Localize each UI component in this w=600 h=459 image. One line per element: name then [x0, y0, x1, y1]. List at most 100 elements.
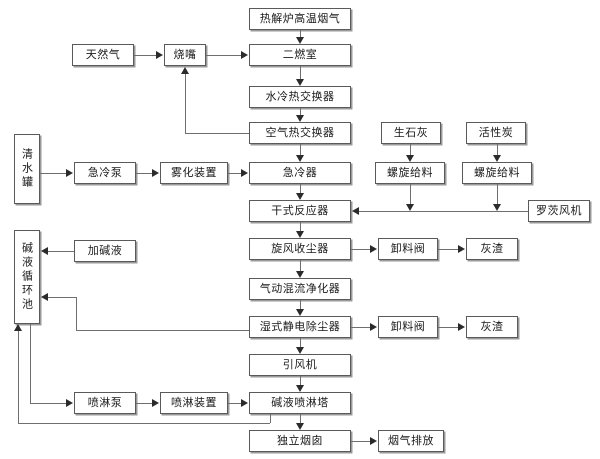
- link-airhx-left-run: [185, 133, 249, 134]
- link-wetesp-to-idfan: [300, 338, 301, 347]
- node-air-heat-exchanger[interactable]: 空气热交换器: [249, 122, 351, 144]
- node-add-alkali[interactable]: 加碱液: [74, 240, 136, 262]
- arrow-down-screw1: [406, 155, 414, 162]
- arrow-right-atomizer: [152, 169, 159, 177]
- arrow-left-dryreactor: [352, 207, 359, 215]
- node-water-heat-exchanger[interactable]: 水冷热交换器: [249, 86, 351, 108]
- arrow-right-quenchpump: [66, 169, 73, 177]
- link-addalkali-to-pool: [48, 251, 74, 252]
- arrow-down-waterhx: [296, 79, 304, 86]
- arrow-right-burner: [156, 51, 163, 59]
- arrow-right-emission: [370, 437, 377, 445]
- link-airhx-to-quench: [300, 144, 301, 155]
- link-idfan-to-alkalitower: [300, 376, 301, 385]
- link-pyrolysis-to-chamber: [300, 30, 301, 38]
- arrow-down-stack: [296, 423, 304, 430]
- node-discharge-valve-1[interactable]: 卸料阀: [378, 238, 438, 260]
- link-wetesp-to-pool-run: [48, 297, 76, 298]
- link-quicklime-to-screw1: [410, 144, 411, 155]
- link-screw2-to-bus: [497, 184, 498, 204]
- link-watertank-to-quenchpump: [40, 173, 66, 174]
- node-pneumatic-purifier[interactable]: 气动混流净化器: [249, 278, 351, 300]
- node-cyclone-dust-collector[interactable]: 旋风收尘器: [249, 238, 351, 260]
- node-roots-blower[interactable]: 罗茨风机: [528, 200, 590, 222]
- node-spray-device[interactable]: 喷淋装置: [160, 392, 228, 414]
- arrow-left-pool-wetesp: [41, 293, 48, 301]
- arrow-up-pool-return: [14, 324, 22, 331]
- link-naturalgas-to-burner: [134, 55, 156, 56]
- node-quicklime[interactable]: 生石灰: [381, 122, 441, 144]
- arrow-right-alkalitower: [241, 399, 248, 407]
- node-natural-gas[interactable]: 天然气: [72, 44, 134, 66]
- link-spraypump-to-spraydevice: [136, 403, 152, 404]
- link-cyclone-to-pneumatic: [300, 260, 301, 271]
- node-clean-water-tank[interactable]: 清水罐: [14, 134, 40, 204]
- node-quench-cooler[interactable]: 急冷器: [249, 162, 351, 184]
- link-tower-return-up: [18, 331, 19, 423]
- node-activated-carbon[interactable]: 活性炭: [466, 122, 526, 144]
- node-screw-feeder-2[interactable]: 螺旋给料: [462, 162, 532, 184]
- link-rootsblower-bus: [359, 211, 528, 212]
- arrow-down-pneumatic: [296, 271, 304, 278]
- arrow-down-quench: [296, 155, 304, 162]
- link-cyclone-to-valve1: [351, 249, 370, 250]
- arrow-down-chamber: [296, 37, 304, 44]
- arrow-right-spraydevice: [152, 399, 159, 407]
- node-second-chamber[interactable]: 二燃室: [249, 44, 351, 66]
- link-alkalitower-to-stack: [300, 414, 301, 423]
- arrow-down-idfan: [296, 347, 304, 354]
- link-wetesp-to-valve2: [351, 327, 370, 328]
- arrow-up-burner: [181, 67, 189, 74]
- node-gas-emission[interactable]: 烟气排放: [378, 430, 444, 452]
- link-atomizer-to-quenchcooler: [228, 173, 241, 174]
- link-quench-to-dryreactor: [300, 184, 301, 193]
- link-burner-to-chamber: [206, 55, 241, 56]
- arrow-left-pool-addalkali: [41, 247, 48, 255]
- arrow-right-valve2: [370, 323, 377, 331]
- node-ash-slag-1[interactable]: 灰渣: [466, 238, 518, 260]
- node-dry-reactor[interactable]: 干式反应器: [249, 200, 351, 222]
- link-quenchpump-to-atomizer: [136, 173, 152, 174]
- arrow-down-wetesp: [296, 309, 304, 316]
- node-quench-pump[interactable]: 急冷泵: [74, 162, 136, 184]
- arrow-down-bus1: [406, 204, 414, 211]
- arrow-right-ash2: [458, 323, 465, 331]
- link-airhx-up-run: [185, 74, 186, 133]
- node-screw-feeder-1[interactable]: 螺旋给料: [375, 162, 445, 184]
- node-ash-slag-2[interactable]: 灰渣: [466, 316, 518, 338]
- node-alkali-spray-tower[interactable]: 碱液喷淋塔: [249, 392, 351, 414]
- arrow-right-chamber: [241, 51, 248, 59]
- node-wet-esp[interactable]: 湿式静电除尘器: [249, 316, 351, 338]
- arrow-down-screw2: [493, 155, 501, 162]
- node-burner[interactable]: 烧嘴: [164, 44, 206, 66]
- arrow-down-airhx: [296, 115, 304, 122]
- link-carbon-to-screw2: [497, 144, 498, 155]
- arrow-down-cyclone: [296, 231, 304, 238]
- link-wetesp-up-run: [76, 297, 77, 330]
- link-waterhx-to-airhx: [300, 108, 301, 115]
- node-atomizer[interactable]: 雾化装置: [160, 162, 228, 184]
- link-wetesp-left-run: [76, 330, 249, 331]
- arrow-right-quenchcooler: [241, 169, 248, 177]
- node-alkali-circulation-pool[interactable]: 碱液循环池: [14, 230, 40, 324]
- link-tower-return-left: [18, 423, 270, 424]
- link-chamber-to-waterhx: [300, 66, 301, 79]
- node-spray-pump[interactable]: 喷淋泵: [74, 392, 136, 414]
- link-dryreactor-to-cyclone: [300, 222, 301, 231]
- arrow-down-bus2: [493, 204, 501, 211]
- link-screw1-to-bus: [410, 184, 411, 204]
- link-pneumatic-to-wetesp: [300, 300, 301, 309]
- node-pyrolysis-gas[interactable]: 热解炉高温烟气: [249, 8, 351, 30]
- link-stack-to-emission: [351, 441, 370, 442]
- arrow-right-valve1: [370, 245, 377, 253]
- link-spraydevice-to-tower: [228, 403, 241, 404]
- arrow-down-alkalitower: [296, 385, 304, 392]
- link-valve1-to-ash1: [438, 249, 458, 250]
- link-pool-to-spraypump-run: [30, 403, 66, 404]
- link-tower-return-down: [270, 414, 271, 423]
- node-independent-stack[interactable]: 独立烟囱: [249, 430, 351, 452]
- node-discharge-valve-2[interactable]: 卸料阀: [378, 316, 438, 338]
- node-induced-draft-fan[interactable]: 引风机: [249, 354, 351, 376]
- arrow-right-ash1: [458, 245, 465, 253]
